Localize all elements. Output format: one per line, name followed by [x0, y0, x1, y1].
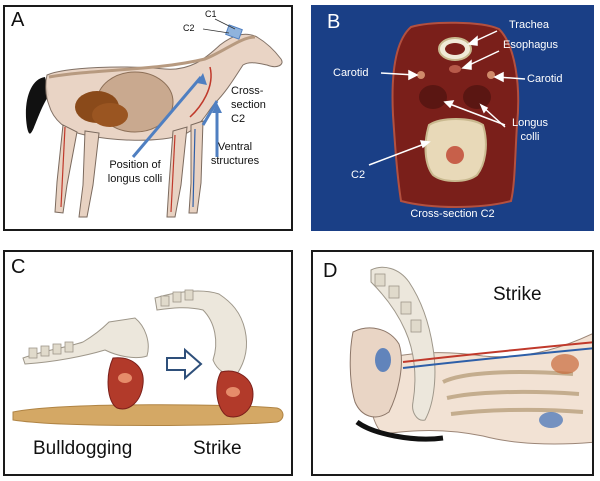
label-c1: C1	[205, 9, 217, 19]
label-longus-colli-2: colli	[520, 131, 540, 143]
hind-leg-left	[54, 124, 78, 214]
longus-colli-right	[463, 85, 491, 109]
panel-letter-a: A	[11, 9, 25, 31]
cross-section-c2-image	[368, 21, 526, 208]
fore-leg-left	[166, 126, 188, 218]
panel-b-cross-section: B Trachea Esophagus Carotid Carotid Long…	[311, 5, 594, 231]
panel-letter-c: C	[11, 256, 26, 278]
panel-a-horse-anatomy: A C1 C2 Cross- section C2 V	[3, 5, 293, 231]
ground-shadow	[355, 419, 444, 442]
label-c2-vertebra: C2	[351, 169, 366, 181]
bulldogging-neck-section	[107, 357, 144, 410]
label-bulldogging: Bulldogging	[33, 438, 133, 459]
label-ventral-2: structures	[210, 155, 260, 167]
horse-tail	[25, 77, 49, 134]
strike-detail-illustration	[349, 266, 592, 445]
longus-colli-left	[419, 85, 447, 109]
label-cross-section-3: C2	[231, 113, 246, 125]
label-carotid-right: Carotid	[527, 73, 563, 85]
label-c2: C2	[183, 23, 195, 33]
panel-d-strike-detail: D Strike	[311, 250, 594, 476]
label-strike-c: Strike	[193, 438, 242, 459]
label-carotid-left: Carotid	[333, 67, 369, 79]
horse-anatomy-illustration	[25, 18, 283, 218]
neck-section-outline	[391, 21, 520, 208]
cervical-vertebrae	[370, 266, 436, 421]
spine	[48, 35, 256, 79]
label-esophagus: Esophagus	[503, 39, 559, 51]
horse-head	[349, 327, 402, 418]
label-cross-section-2: section	[231, 99, 266, 111]
fore-leg-right	[188, 120, 204, 214]
panel-c-bulldogging-vs-strike: C Bulldogging Strike	[3, 250, 293, 476]
label-trachea: Trachea	[509, 19, 549, 31]
cross-section-caption: Cross-section C2	[410, 208, 495, 220]
label-ventral-1: Ventral	[217, 141, 253, 153]
label-longus-colli-1: Longus	[511, 117, 549, 129]
hind-leg-right	[78, 130, 100, 218]
label-longus-2: longus colli	[107, 173, 163, 185]
panel-letter-d: D	[323, 260, 338, 282]
label-longus-1: Position of	[109, 159, 161, 171]
horse-neck-body	[368, 333, 592, 445]
esophagus-shape	[449, 65, 461, 73]
c2-section-marker	[225, 24, 243, 40]
bulldogging-skeleton	[22, 317, 149, 365]
panel-letter-b: B	[327, 11, 341, 33]
longus-colli-arrow	[131, 76, 203, 158]
skeleton-comparison-illustration	[12, 289, 284, 426]
right-arrow-icon	[166, 347, 203, 381]
label-strike-d: Strike	[493, 284, 542, 305]
label-cross-section-1: Cross-	[231, 85, 264, 97]
